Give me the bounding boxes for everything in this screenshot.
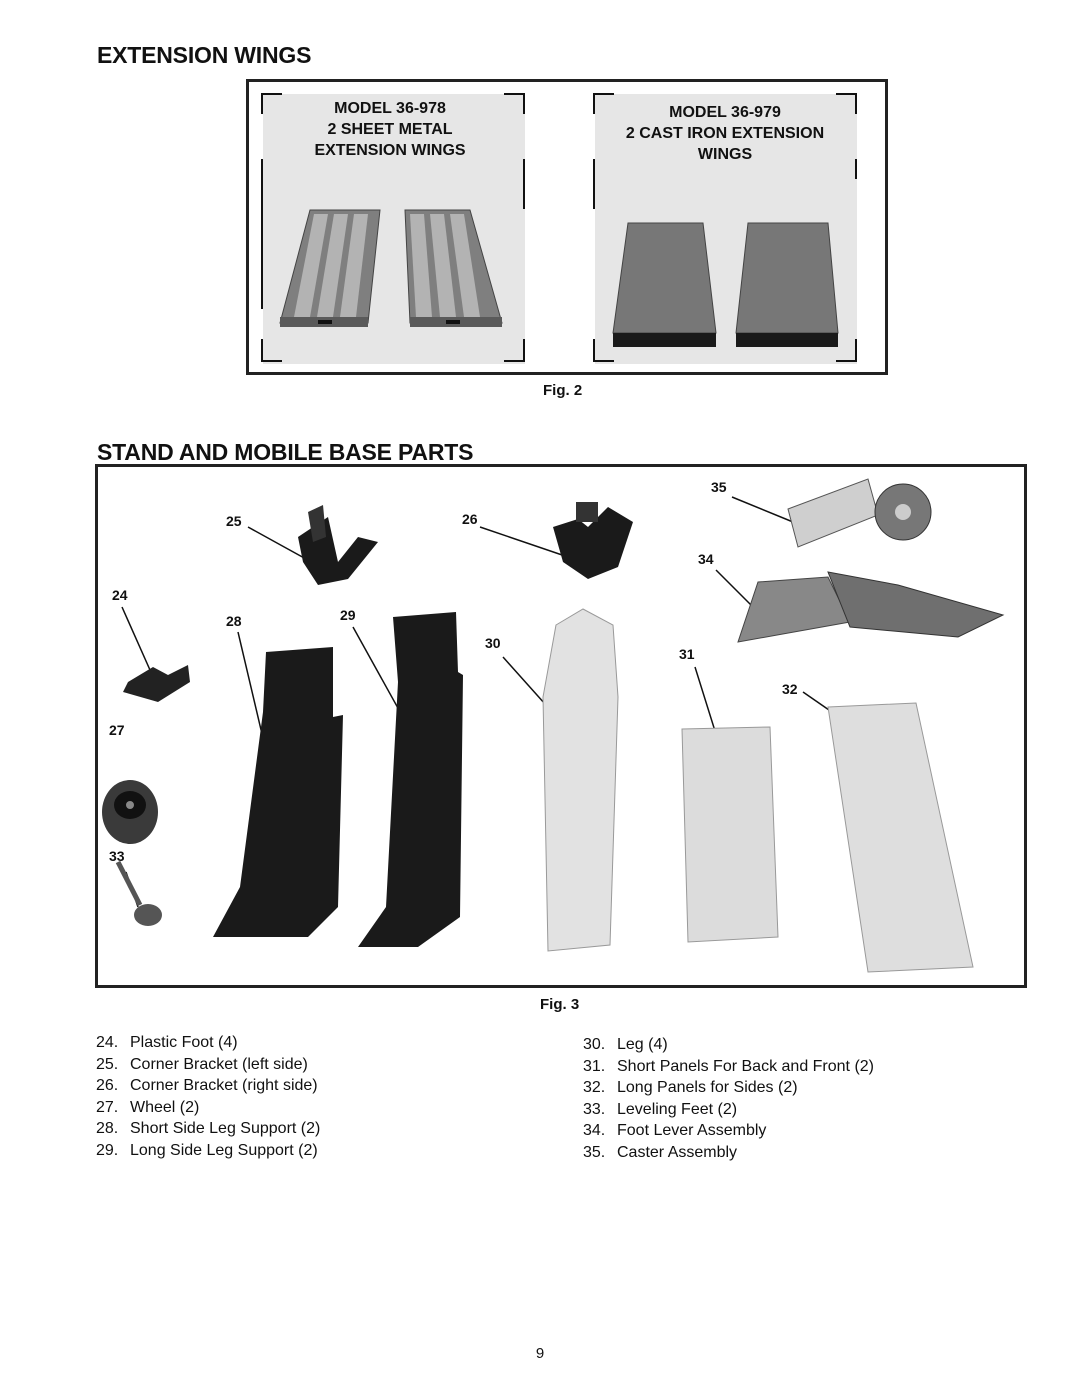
leveling-foot: [115, 860, 162, 926]
callout-24: 24: [112, 587, 128, 603]
parts-list-left: 24.Plastic Foot (4) 25.Corner Bracket (l…: [96, 1032, 320, 1161]
model-36-978-label: MODEL 36-978 2 SHEET METAL EXTENSION WIN…: [270, 98, 510, 161]
callout-25: 25: [226, 513, 242, 529]
plastic-foot: [123, 665, 190, 702]
callout-32: 32: [782, 681, 798, 697]
callout-30: 30: [485, 635, 501, 651]
list-item: 27.Wheel (2): [96, 1098, 200, 1116]
stand-parts-heading: STAND AND MOBILE BASE PARTS: [97, 439, 474, 465]
long-panel: [827, 702, 974, 973]
leg: [542, 608, 619, 952]
list-item: 26.Corner Bracket (right side): [96, 1077, 318, 1094]
short-panel: [681, 726, 779, 943]
callout-33: 33: [109, 848, 125, 864]
model-36-978-line3: EXTENSION WINGS: [314, 142, 466, 159]
model-36-978-line2: 2 SHEET METAL: [327, 121, 453, 138]
callout-29: 29: [340, 607, 356, 623]
leader-26: [479, 526, 569, 558]
caster-assembly: [787, 478, 932, 548]
fig3-caption: Fig. 3: [540, 996, 580, 1013]
leader-25: [247, 526, 307, 560]
stand-parts-illustration: [102, 478, 1005, 973]
page-number: 9: [535, 1345, 545, 1362]
callout-27: 27: [109, 722, 125, 738]
list-item: 35.Caster Assembly: [583, 1143, 738, 1161]
model-36-979-label: MODEL 36-979 2 CAST IRON EXTENSION WINGS: [595, 102, 855, 165]
model-36-979-line2: 2 CAST IRON EXTENSION: [625, 125, 825, 142]
callout-26: 26: [462, 511, 478, 527]
short-side-leg-support: [213, 647, 343, 937]
list-item: 33.Leveling Feet (2): [583, 1100, 738, 1118]
list-item: 32.Long Panels for Sides (2): [583, 1079, 798, 1096]
sheet-metal-wings-illustration: [279, 209, 503, 327]
callout-28: 28: [226, 613, 242, 629]
list-item: 30.Leg (4): [583, 1036, 668, 1053]
fig2-crop-marks: [261, 93, 857, 362]
corner-bracket-right: [553, 502, 633, 579]
model-36-979-line1: MODEL 36-979: [669, 104, 781, 121]
fig2-caption: Fig. 2: [543, 382, 583, 399]
list-item: 29.Long Side Leg Support (2): [96, 1141, 318, 1159]
corner-bracket-left: [298, 505, 378, 585]
cast-iron-wings-illustration: [612, 222, 839, 347]
list-item: 31.Short Panels For Back and Front (2): [583, 1057, 874, 1075]
leader-35: [731, 496, 794, 523]
callout-35: 35: [711, 479, 727, 495]
parts-list-right: 30.Leg (4) 31.Short Panels For Back and …: [583, 1034, 874, 1163]
callout-31: 31: [679, 646, 695, 662]
list-item: 28.Short Side Leg Support (2): [96, 1120, 321, 1137]
model-36-979-line3: WINGS: [697, 146, 753, 163]
wheel: [102, 780, 158, 844]
leader-24: [121, 606, 155, 680]
model-36-978-line1: MODEL 36-978: [334, 100, 446, 117]
list-item: 34.Foot Lever Assembly: [583, 1122, 767, 1139]
extension-wings-heading: EXTENSION WINGS: [97, 42, 312, 68]
list-item: 25.Corner Bracket (left side): [96, 1055, 308, 1073]
long-side-leg-support: [358, 612, 463, 947]
foot-lever-assembly: [737, 571, 1005, 643]
callout-34: 34: [698, 551, 714, 567]
list-item: 24.Plastic Foot (4): [96, 1034, 238, 1051]
